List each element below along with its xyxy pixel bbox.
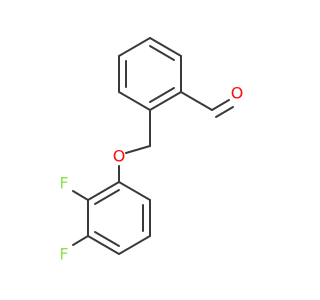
bond [215, 106, 234, 118]
double-bond-inner [94, 189, 120, 205]
lower-ring [87, 181, 151, 255]
bond [211, 99, 230, 111]
double-bond-inner [149, 87, 175, 103]
bond [180, 91, 213, 111]
bond [125, 145, 151, 154]
bond [118, 37, 151, 57]
bond [149, 37, 182, 57]
ether-oxygen-label: O [113, 147, 126, 166]
upper-ring [118, 37, 182, 111]
bond [118, 181, 151, 201]
molecule-canvas: O O F F [59, 37, 244, 264]
double-bond-inner [149, 45, 175, 61]
lower-fluorine-label: F [59, 245, 68, 264]
bond [72, 235, 89, 246]
structure-diagram: O O F F [59, 37, 244, 264]
bond [149, 91, 182, 111]
aldehyde-group: O [180, 84, 244, 118]
bond [87, 181, 120, 201]
ether-linker: O [113, 109, 151, 183]
upper-fluorine-label: F [59, 174, 68, 193]
bond [72, 190, 89, 201]
double-bond-inner [94, 231, 120, 247]
fluorine-substituents: F F [59, 174, 89, 264]
bond [87, 235, 120, 255]
bond [118, 91, 151, 111]
aldehyde-oxygen-label: O [231, 84, 244, 103]
bond [118, 235, 151, 255]
